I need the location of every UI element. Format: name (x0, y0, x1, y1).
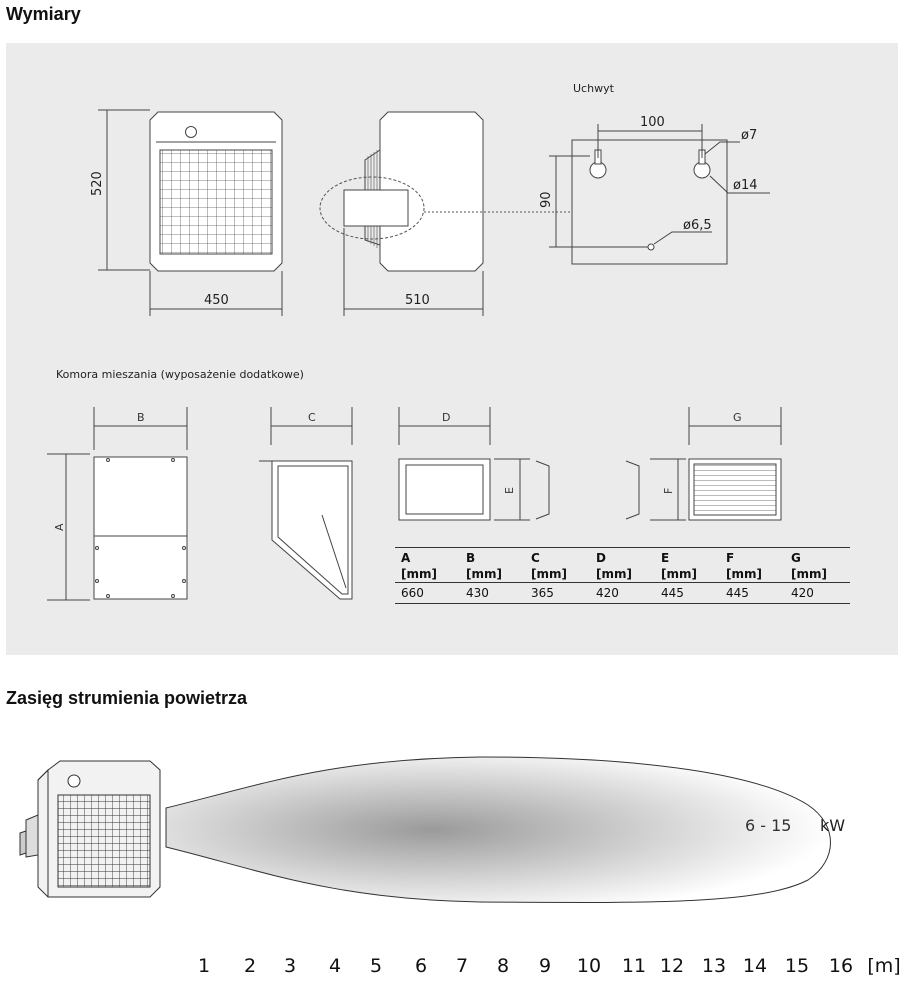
bracket-title: Uchwyt (573, 82, 615, 95)
table-header-cell: D[mm] (596, 551, 632, 581)
heater-front-view (149, 111, 283, 272)
table-row: 660 430 365 420 445 445 420 (395, 582, 850, 604)
chamber-title: Komora mieszania (wyposażenie dodatkowe) (56, 368, 304, 381)
table-header-row: A[mm] B[mm] C[mm] D[mm] E[mm] F[mm] G[mm… (395, 547, 850, 583)
dim-C-label: C (308, 411, 316, 424)
distance-tick: 5 (369, 955, 383, 977)
dim-F-label: F (662, 488, 675, 494)
table-cell: 420 (791, 586, 814, 600)
distance-tick: 15 (784, 955, 810, 977)
table-cell: 445 (661, 586, 684, 600)
distance-tick: 4 (328, 955, 342, 977)
chamber-side-view (259, 460, 353, 600)
table-header-cell: F[mm] (726, 551, 762, 581)
table-cell: 445 (726, 586, 749, 600)
distance-tick: 9 (538, 955, 552, 977)
dimensions-title: Wymiary (6, 4, 81, 24)
dim-E-label: E (503, 487, 516, 494)
distance-tick: 13 (701, 955, 727, 977)
heater-side-view (319, 111, 582, 272)
dim-90-label: 90 (539, 191, 554, 208)
distance-tick: 7 (455, 955, 469, 977)
dim-100-label: 100 (640, 115, 665, 130)
chamber-dimensions-table: A[mm] B[mm] C[mm] D[mm] E[mm] F[mm] G[mm… (395, 547, 850, 604)
chamber-filter-view (398, 458, 550, 521)
airflow-title: Zasięg strumienia powietrza (6, 688, 248, 708)
power-range-label: 6 - 15 (745, 816, 792, 835)
chamber-front-view (93, 456, 188, 600)
power-unit-label: kW (820, 816, 846, 835)
distance-tick: 1 (197, 955, 211, 977)
dimensions-drawing: 520 450 510 Uchwyt 100 90 ø7 ø14 ø6,5 Ko… (47, 82, 782, 601)
distance-unit: [m] (867, 955, 901, 977)
distance-tick: 6 (414, 955, 428, 977)
distance-tick: 10 (576, 955, 602, 977)
table-header-cell: A[mm] (401, 551, 437, 581)
hole-14-label: ø14 (733, 178, 758, 193)
dim-D-label: D (442, 411, 450, 424)
distance-axis: 1 2 3 4 5 6 7 8 9 10 11 12 13 14 15 16 [… (0, 955, 904, 985)
table-header-cell: G[mm] (791, 551, 827, 581)
dim-510-label: 510 (405, 293, 430, 308)
distance-tick: 11 (621, 955, 647, 977)
distance-tick: 2 (243, 955, 257, 977)
table-header-cell: B[mm] (466, 551, 502, 581)
airflow-plume (165, 756, 831, 904)
table-cell: 660 (401, 586, 424, 600)
heater-illustration (19, 760, 161, 898)
table-cell: 430 (466, 586, 489, 600)
table-cell: 420 (596, 586, 619, 600)
dim-G-label: G (733, 411, 742, 424)
airflow-diagram (19, 756, 831, 904)
dim-B-label: B (137, 411, 145, 424)
table-cell: 365 (531, 586, 554, 600)
hole-7-label: ø7 (741, 128, 757, 143)
distance-tick: 3 (283, 955, 297, 977)
distance-tick: 16 (828, 955, 854, 977)
distance-tick: 8 (496, 955, 510, 977)
distance-tick: 12 (659, 955, 685, 977)
hole-6-5-label: ø6,5 (683, 218, 712, 233)
chamber-grille-view (625, 458, 782, 521)
distance-tick: 14 (742, 955, 768, 977)
table-header-cell: E[mm] (661, 551, 697, 581)
bracket-plate (571, 139, 728, 265)
dim-520-label: 520 (90, 171, 105, 196)
dim-A-label: A (53, 523, 66, 531)
dim-450-label: 450 (204, 293, 229, 308)
table-header-cell: C[mm] (531, 551, 567, 581)
